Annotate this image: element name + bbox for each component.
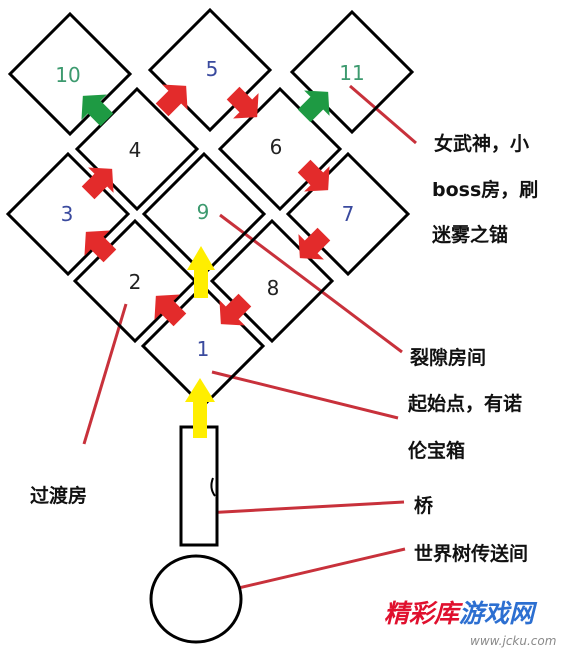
room-grid <box>5 7 415 409</box>
room-7-diamond <box>285 151 411 277</box>
room-11-diamond <box>289 9 415 135</box>
room-9-label: 9 <box>197 200 210 224</box>
red-arrow-4-to-5 <box>155 84 188 117</box>
room-6-diamond <box>217 86 343 212</box>
green-arrow-6-to-11 <box>297 90 330 123</box>
room-6-label: 6 <box>270 135 283 159</box>
annotation-valkyrie-line1: 女武神，小 <box>434 132 529 155</box>
room-11-label: 11 <box>339 61 364 85</box>
callout-line-valkyrie <box>349 84 417 145</box>
room-8-label: 8 <box>267 276 280 300</box>
annotation-world-tree: 世界树传送间 <box>414 542 528 565</box>
annotation-bridge: 桥 <box>414 494 434 517</box>
annotation-start-line1: 起始点，有诺 <box>407 392 522 415</box>
room-5-label: 5 <box>206 57 219 81</box>
room-4-label: 4 <box>129 138 142 162</box>
room-8-diamond <box>209 218 335 344</box>
annotation-valkyrie-line2: boss房，刷 <box>432 178 538 201</box>
watermark-part2: 游戏网 <box>459 599 538 628</box>
room-2-diamond <box>72 218 198 344</box>
annotation-rift: 裂隙房间 <box>410 346 486 369</box>
red-arrow-3-to-4 <box>81 167 114 200</box>
yellow-arrow-bridge-to-1 <box>185 378 215 438</box>
room-7-label: 7 <box>342 202 355 226</box>
callout-line-rift <box>219 213 403 354</box>
room-3-diamond <box>5 151 131 277</box>
room-10-diamond <box>7 11 133 137</box>
svg-text:精彩库游戏网: 精彩库游戏网 <box>384 599 538 628</box>
arrow-layer <box>81 84 331 438</box>
red-arrow-1-to-2 <box>154 294 187 327</box>
yellow-arrow-1-to-9 <box>187 246 215 298</box>
annotation-transition: 过渡房 <box>30 484 87 507</box>
watermark-url: www.jcku.com <box>470 634 556 648</box>
bridge-mark <box>210 477 216 497</box>
room-5-diamond <box>147 7 273 133</box>
red-arrow-5-to-6 <box>226 86 259 119</box>
callout-line-transition <box>82 303 128 445</box>
watermark-part1: 精彩库 <box>384 599 463 628</box>
room-10-label: 10 <box>55 63 80 87</box>
room-3-label: 3 <box>61 202 74 226</box>
site-watermark: 精彩库游戏网 www.jcku.com <box>384 599 556 648</box>
room-4-diamond <box>74 86 200 212</box>
world-tree-portal-circle <box>149 554 243 644</box>
annotations: 女武神，小 boss房，刷 迷雾之锚 裂隙房间 起始点，有诺 伦宝箱 过渡房 桥… <box>30 132 538 565</box>
red-arrow-6-to-7 <box>297 159 330 192</box>
room-1-label: 1 <box>197 337 210 361</box>
annotation-start-line2: 伦宝箱 <box>408 439 465 462</box>
room-labels: 1 2 3 4 5 6 7 8 9 10 11 <box>55 57 364 361</box>
red-arrow-7-to-8 <box>298 227 331 260</box>
callout-line-start <box>211 370 399 420</box>
callout-line-bridge <box>204 500 405 515</box>
red-arrow-2-to-3 <box>84 230 117 263</box>
room-2-label: 2 <box>129 270 142 294</box>
green-arrow-4-to-10 <box>81 94 114 127</box>
red-arrow-1-to-8 <box>219 293 252 326</box>
annotation-valkyrie-line3: 迷雾之锚 <box>431 223 508 246</box>
